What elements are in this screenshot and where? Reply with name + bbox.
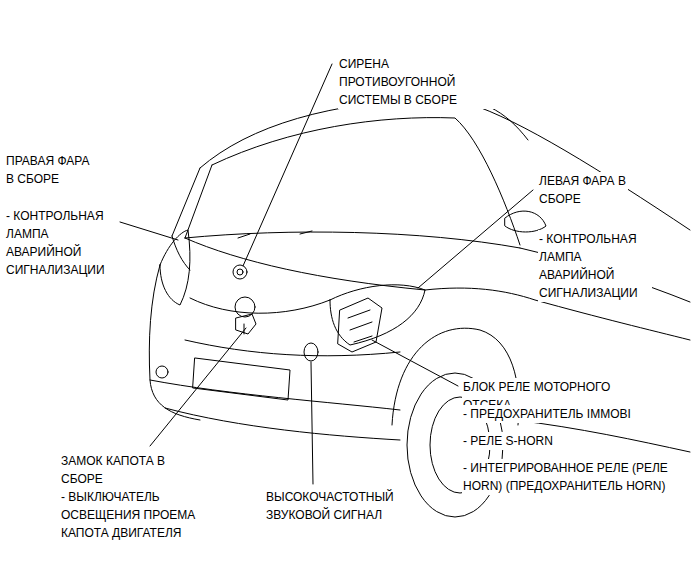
hood-surface bbox=[185, 238, 425, 290]
a-pillar bbox=[172, 165, 212, 238]
license-plate bbox=[193, 358, 290, 400]
part-label: ЗАМОК КАПОТА В СБОРЕ bbox=[60, 452, 192, 488]
siren-part bbox=[233, 265, 247, 279]
leader-line bbox=[418, 190, 533, 288]
part-label: - КОНТРОЛЬНАЯ ЛАМПА АВАРИЙНОЙ СИГНАЛИЗАЦ… bbox=[538, 230, 652, 302]
leader-line bbox=[311, 362, 313, 484]
horn-part bbox=[304, 343, 318, 361]
part-label: ПРАВАЯ ФАРА В СБОРЕ bbox=[5, 152, 99, 188]
hood-shutline bbox=[190, 298, 330, 313]
windshield-bottom bbox=[185, 232, 520, 248]
siren-part bbox=[237, 269, 243, 275]
mirror bbox=[505, 211, 546, 232]
side-window-line bbox=[470, 104, 690, 230]
hood-edge bbox=[172, 236, 190, 270]
grille-line bbox=[185, 340, 400, 356]
bumper-line bbox=[150, 380, 400, 410]
part-label: - ВЫКЛЮЧАТЕЛЬ ОСВЕЩЕНИЯ ПРОЕМА КАПОТА ДВ… bbox=[60, 488, 214, 542]
part-label: ЛЕВАЯ ФАРА В СБОРЕ bbox=[538, 172, 628, 208]
leader-line bbox=[372, 340, 458, 386]
hood-lock-part bbox=[236, 314, 256, 334]
right-headlight bbox=[160, 230, 190, 305]
part-label: - КОНТРОЛЬНАЯ ЛАМПА АВАРИЙНОЙ СИГНАЛИЗАЦ… bbox=[5, 207, 119, 279]
leader-line bbox=[243, 64, 332, 266]
bumper-lower bbox=[165, 408, 400, 440]
part-label: - ПРЕДОХРАНИТЕЛЬ IMMOBI bbox=[462, 405, 632, 423]
leader-line bbox=[120, 222, 178, 240]
fog-light bbox=[156, 366, 168, 378]
part-label: СИРЕНА ПРОТИВОУГОННОЙ СИСТЕМЫ В СБОРЕ bbox=[338, 55, 495, 109]
part-label: - ИНТЕГРИРОВАННОЕ РЕЛЕ (РЕЛЕ HORN) (ПРЕД… bbox=[462, 459, 671, 495]
relay-block-part bbox=[338, 298, 382, 352]
front-edge bbox=[149, 265, 200, 420]
part-label: - РЕЛЕ S-HORN bbox=[462, 432, 554, 450]
wiper bbox=[238, 231, 312, 238]
part-label: ВЫСОКОЧАСТОТНЫЙ ЗВУКОВОЙ СИГНАЛ bbox=[265, 488, 412, 524]
leader-line bbox=[150, 328, 246, 446]
windshield bbox=[212, 118, 520, 245]
